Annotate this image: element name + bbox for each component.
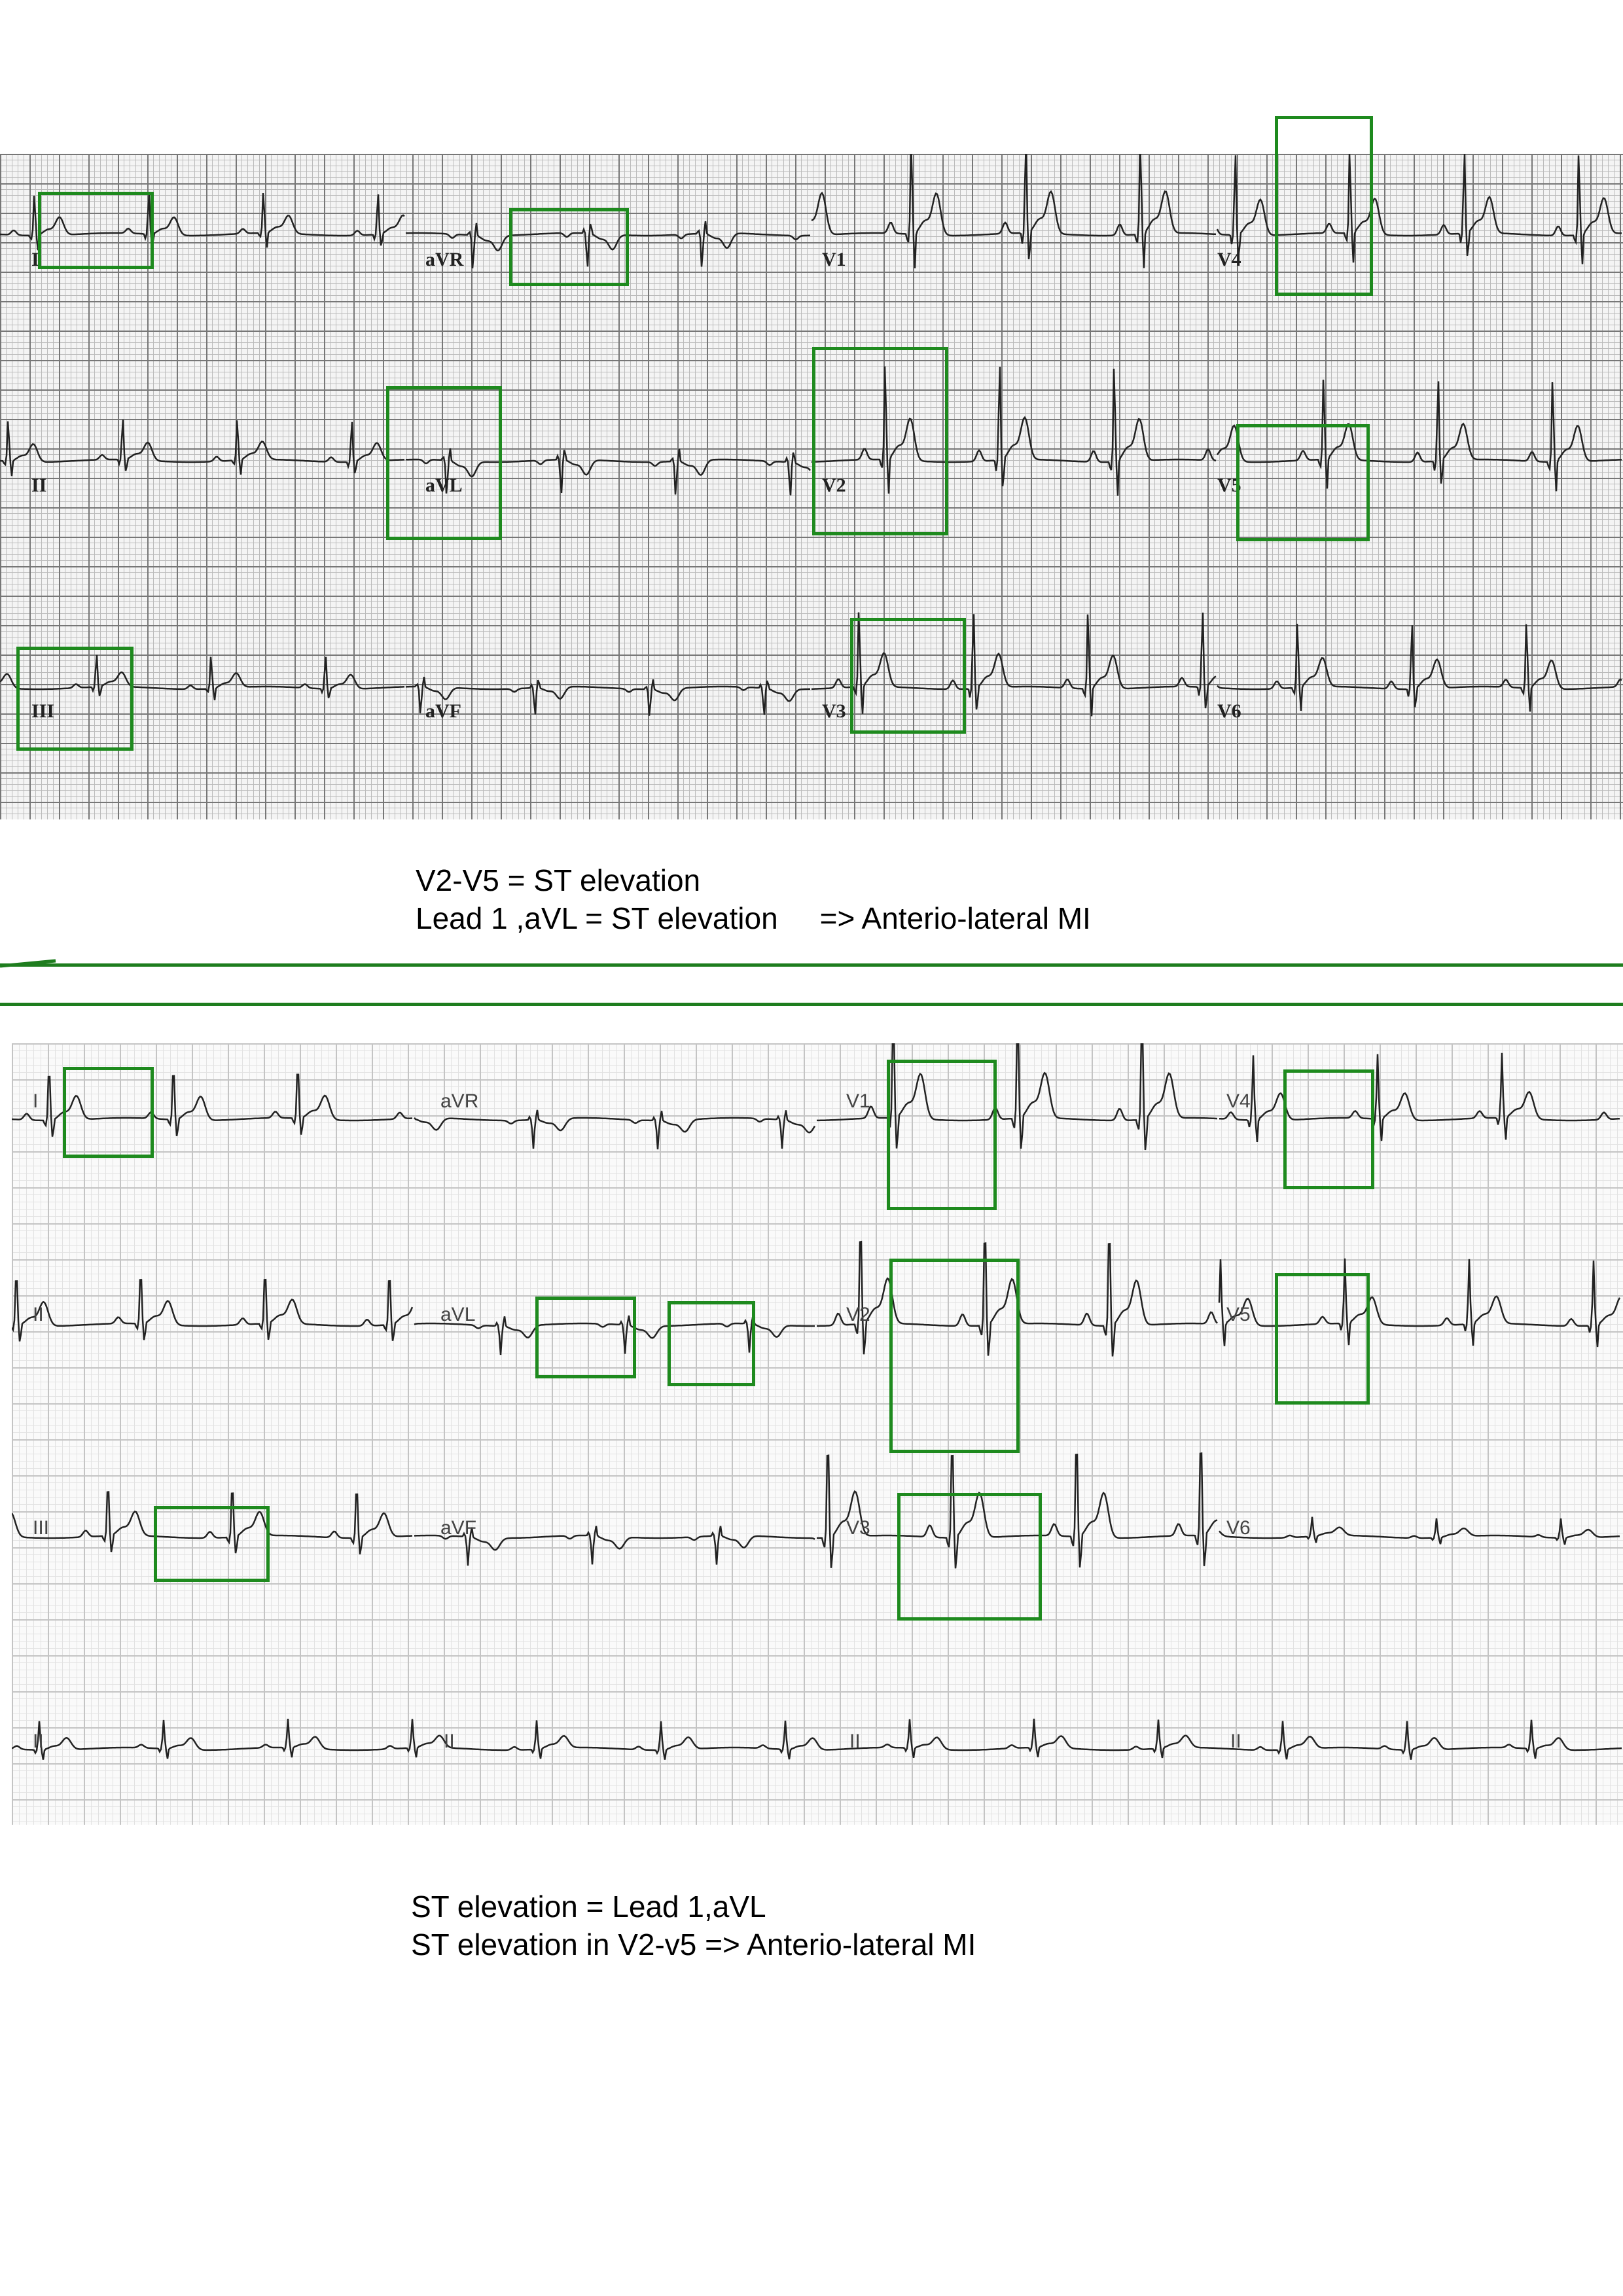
highlight-box-v5: [1275, 1273, 1370, 1405]
highlight-box-v5: [1236, 424, 1370, 541]
ecg-traces: [12, 1043, 1622, 1760]
highlight-box-avr: [509, 208, 629, 286]
ecg-traces: [0, 154, 1622, 717]
lead-label: V6: [1217, 700, 1241, 722]
ecg-trace: [1219, 1516, 1620, 1545]
ecg-trace: [1216, 380, 1622, 492]
ecg-trace: [0, 193, 405, 251]
lead-label: V1: [846, 1090, 870, 1112]
ecg-trace: [12, 1278, 414, 1342]
lead-label: V2: [846, 1304, 870, 1325]
ecg-trace: [817, 1043, 1218, 1151]
ecg-trace: [12, 1491, 413, 1554]
ecg-trace: [12, 1073, 413, 1137]
ecg-trace: [405, 221, 810, 269]
annotation-line: ST elevation in V2-v5 => Anterio-lateral…: [411, 1928, 976, 1962]
lead-label: II: [849, 1731, 861, 1752]
lead-label: V4: [1226, 1090, 1251, 1112]
lead-label: V3: [822, 700, 846, 722]
highlight-box-v3: [897, 1493, 1042, 1621]
lead-label: aVL: [440, 1304, 476, 1325]
highlight-box-v3: [850, 618, 966, 734]
highlight-box-v4: [1283, 1069, 1374, 1189]
lead-label: V6: [1226, 1517, 1251, 1539]
ecg-trace: [817, 1452, 1218, 1569]
ecg-trace: [414, 1314, 815, 1355]
highlight-box-v2: [889, 1259, 1020, 1453]
ecg-trace: [0, 655, 405, 700]
lead-label: aVF: [425, 700, 461, 722]
ecg-bottom-image: I aVR V1 V4 II aVL V2 V5 III aVF V3 V6 I…: [12, 1043, 1623, 1825]
lead-label: V4: [1217, 249, 1241, 270]
lead-label: aVR: [425, 249, 464, 270]
bottom-annotation: ST elevation = Lead 1,aVL ST elevation in…: [411, 1888, 976, 1964]
ecg-trace: [414, 1526, 815, 1566]
annotation-line: Lead 1 ,aVL = ST elevation => Anterio-la…: [416, 901, 1091, 935]
lead-label: II: [33, 1731, 44, 1752]
lead-label: II: [33, 1304, 44, 1325]
ecg-trace: [12, 1718, 1622, 1760]
ecg-trace: [405, 448, 811, 495]
annotation-line: ST elevation = Lead 1,aVL: [411, 1890, 766, 1924]
highlight-box-avl: [386, 386, 502, 540]
lead-label: aVR: [440, 1090, 479, 1112]
ecg-trace: [1217, 624, 1622, 712]
highlight-box-lead-iii: [154, 1506, 270, 1582]
ecg-trace: [812, 612, 1217, 717]
ecg-trace: [812, 366, 1217, 496]
lead-label: V3: [846, 1517, 870, 1539]
lead-label: III: [33, 1517, 50, 1539]
lead-label: II: [444, 1731, 455, 1752]
highlight-box-avl-2: [668, 1301, 755, 1386]
lead-label: III: [31, 700, 55, 722]
divider-line: [0, 1003, 1623, 1006]
arrow-tip-icon: [0, 959, 56, 968]
lead-label: II: [31, 475, 47, 496]
lead-label: II: [1230, 1731, 1241, 1752]
highlight-box-v2: [812, 347, 948, 535]
lead-label: V5: [1226, 1304, 1251, 1325]
highlight-box-lead-iii: [16, 647, 134, 751]
ecg-trace: [1219, 1052, 1620, 1143]
lead-label: aVL: [425, 475, 463, 496]
lead-label: I: [33, 1090, 39, 1112]
highlight-box-lead-i: [38, 192, 154, 269]
lead-label: I: [31, 249, 39, 270]
divider-line: [0, 963, 1623, 967]
highlight-box-avl: [535, 1297, 636, 1378]
lead-label: V1: [822, 249, 846, 270]
ecg-trace: [0, 420, 405, 476]
highlight-box-v1: [887, 1060, 997, 1210]
ecg-trace: [1218, 1258, 1621, 1348]
ecg-trace: [405, 677, 810, 716]
highlight-box-lead-i: [63, 1067, 154, 1158]
ecg-top-image: I aVR V1 V4 II aVL V2 V5 III aVF V3 V6: [0, 154, 1623, 819]
annotation-line: V2-V5 = ST elevation: [416, 863, 701, 897]
ecg-trace: [414, 1109, 816, 1150]
highlight-box-v4: [1275, 116, 1373, 296]
lead-label: aVF: [440, 1517, 477, 1539]
ecg-trace: [1216, 154, 1622, 264]
lead-label: V2: [822, 475, 846, 496]
ecg-trace: [811, 154, 1217, 269]
